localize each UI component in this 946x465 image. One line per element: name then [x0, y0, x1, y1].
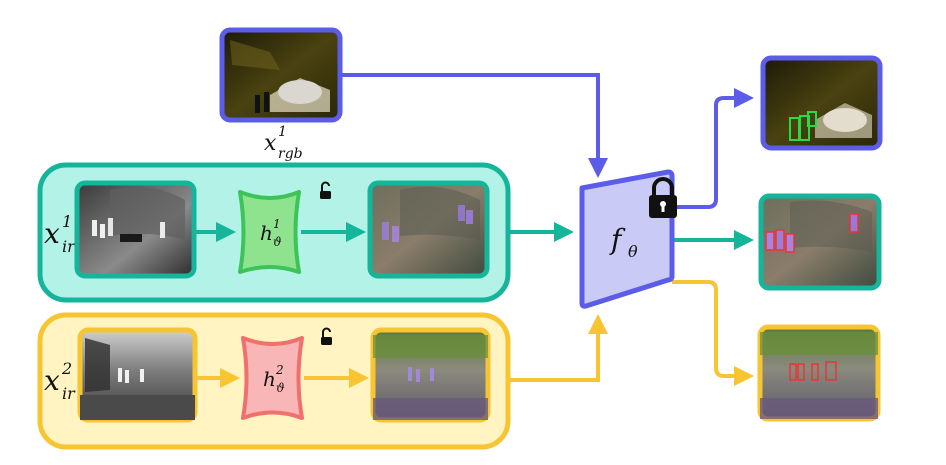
ir1-translated-image	[367, 180, 490, 279]
x-rgb-base: x	[264, 131, 277, 156]
x-rgb-sub: rgb	[278, 146, 303, 162]
x-ir2-base: x	[44, 364, 60, 397]
ir2-thermal-image	[77, 327, 198, 423]
x-ir1-sub: ir	[62, 237, 76, 256]
x-ir1-label: x 1 ir	[44, 212, 76, 256]
f-to-rgb-output-arrow	[672, 88, 754, 209]
h2-base: h	[263, 367, 276, 391]
ir1-output-image	[758, 193, 882, 291]
x-ir1-base: x	[44, 217, 60, 250]
f-to-ir2-output-arrow	[672, 280, 754, 386]
x-ir2-sub: ir	[62, 384, 76, 403]
unlocked-padlock-icon	[320, 181, 331, 199]
x-rgb-sup: 1	[278, 124, 287, 140]
ir1-thermal-image	[74, 180, 197, 279]
rgb-output-image	[760, 55, 883, 151]
x-ir2-label: x 2 ir	[44, 359, 76, 403]
f-sub: θ	[628, 242, 638, 261]
h1-base: h	[260, 221, 273, 245]
x-rgb-label: x 1 rgb	[264, 124, 303, 162]
h1-sub: ϑ	[273, 235, 282, 249]
h1-network: h 1 ϑ	[238, 190, 301, 274]
ir2-output-image	[757, 324, 881, 422]
unlocked-padlock-icon	[321, 327, 332, 345]
rgb-to-f-arrow	[342, 73, 608, 178]
h1-sup: 1	[273, 217, 281, 231]
f-theta-network: f θ	[579, 169, 675, 309]
h2-sup: 2	[275, 363, 284, 377]
h2-network: h 2 ϑ	[241, 336, 304, 420]
locked-padlock-icon	[649, 177, 677, 218]
x-ir2-sup: 2	[61, 359, 72, 378]
x-ir1-sup: 1	[62, 212, 72, 231]
h2-sub: ϑ	[276, 381, 285, 395]
ir2-translated-image	[370, 327, 491, 423]
ir2-to-f-arrow	[510, 314, 608, 382]
rgb-input-image	[219, 27, 343, 123]
